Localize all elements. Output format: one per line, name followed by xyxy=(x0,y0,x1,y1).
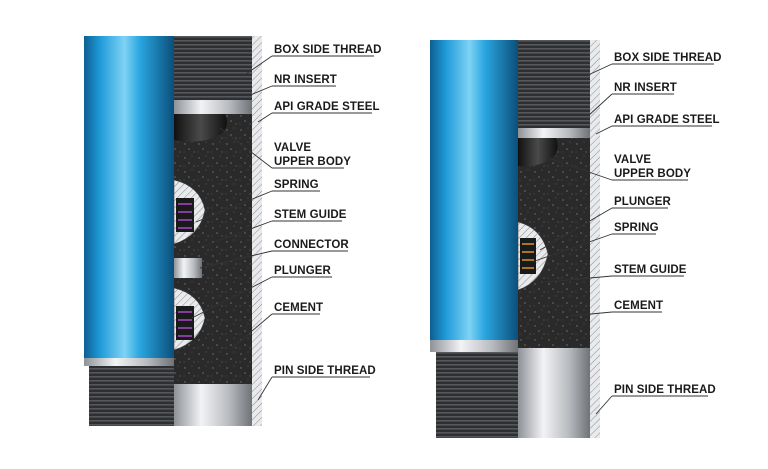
right-steel-ring xyxy=(518,128,590,138)
right-pin-steel xyxy=(518,348,590,438)
left-float-collar xyxy=(84,36,262,426)
right-label-pin-side-thread: PIN SIDE THREAD xyxy=(614,384,716,396)
left-leaders xyxy=(191,55,374,401)
right-label-cement: CEMENT xyxy=(614,300,663,312)
right-label-stem-guide: STEM GUIDE xyxy=(614,264,687,276)
left-label-valve: VALVE xyxy=(274,142,311,154)
right-collar-strip xyxy=(430,340,518,352)
left-label-nr-insert: NR INSERT xyxy=(274,74,337,86)
left-box-thread xyxy=(174,36,252,100)
left-collar-strip xyxy=(84,358,174,366)
left-spring-upper xyxy=(176,198,194,232)
left-label-connector: CONNECTOR xyxy=(274,239,349,251)
right-label-valve: VALVE xyxy=(614,154,651,166)
left-label-spring: SPRING xyxy=(274,179,319,191)
left-label-api-grade-steel: API GRADE STEEL xyxy=(274,101,380,113)
right-blue-casing xyxy=(430,40,518,340)
left-label-pin-side-thread: PIN SIDE THREAD xyxy=(274,365,376,377)
left-blue-casing xyxy=(84,36,174,364)
right-float-collar xyxy=(430,40,600,438)
left-label-cement: CEMENT xyxy=(274,302,323,314)
right-spring xyxy=(520,238,536,274)
right-label-plunger: PLUNGER xyxy=(614,196,672,208)
left-connector xyxy=(174,258,202,278)
left-label-upper-body: UPPER BODY xyxy=(274,156,351,168)
right-valve-cap xyxy=(518,138,558,167)
right-label-upper-body: UPPER BODY xyxy=(614,168,691,180)
left-label-box-side-thread: BOX SIDE THREAD xyxy=(274,44,382,56)
left-pin-steel xyxy=(174,384,252,426)
left-labels: BOX SIDE THREAD NR INSERT API GRADE STEE… xyxy=(274,44,382,377)
right-pin-thread xyxy=(436,352,518,438)
left-steel-ring xyxy=(174,100,252,114)
left-valve-cap xyxy=(174,114,227,142)
right-label-box-side-thread: BOX SIDE THREAD xyxy=(614,52,722,64)
right-box-thread xyxy=(518,40,590,128)
right-leaders xyxy=(531,63,714,415)
left-pin-thread xyxy=(89,364,174,426)
left-label-stem-guide: STEM GUIDE xyxy=(274,209,347,221)
right-label-spring: SPRING xyxy=(614,222,659,234)
left-steel-wall xyxy=(252,36,262,426)
right-steel-wall xyxy=(590,40,600,438)
right-label-nr-insert: NR INSERT xyxy=(614,82,677,94)
right-label-api-grade-steel: API GRADE STEEL xyxy=(614,114,720,126)
left-spring-lower xyxy=(176,306,194,340)
right-labels: BOX SIDE THREAD NR INSERT API GRADE STEE… xyxy=(614,52,722,396)
left-label-plunger: PLUNGER xyxy=(274,265,332,277)
